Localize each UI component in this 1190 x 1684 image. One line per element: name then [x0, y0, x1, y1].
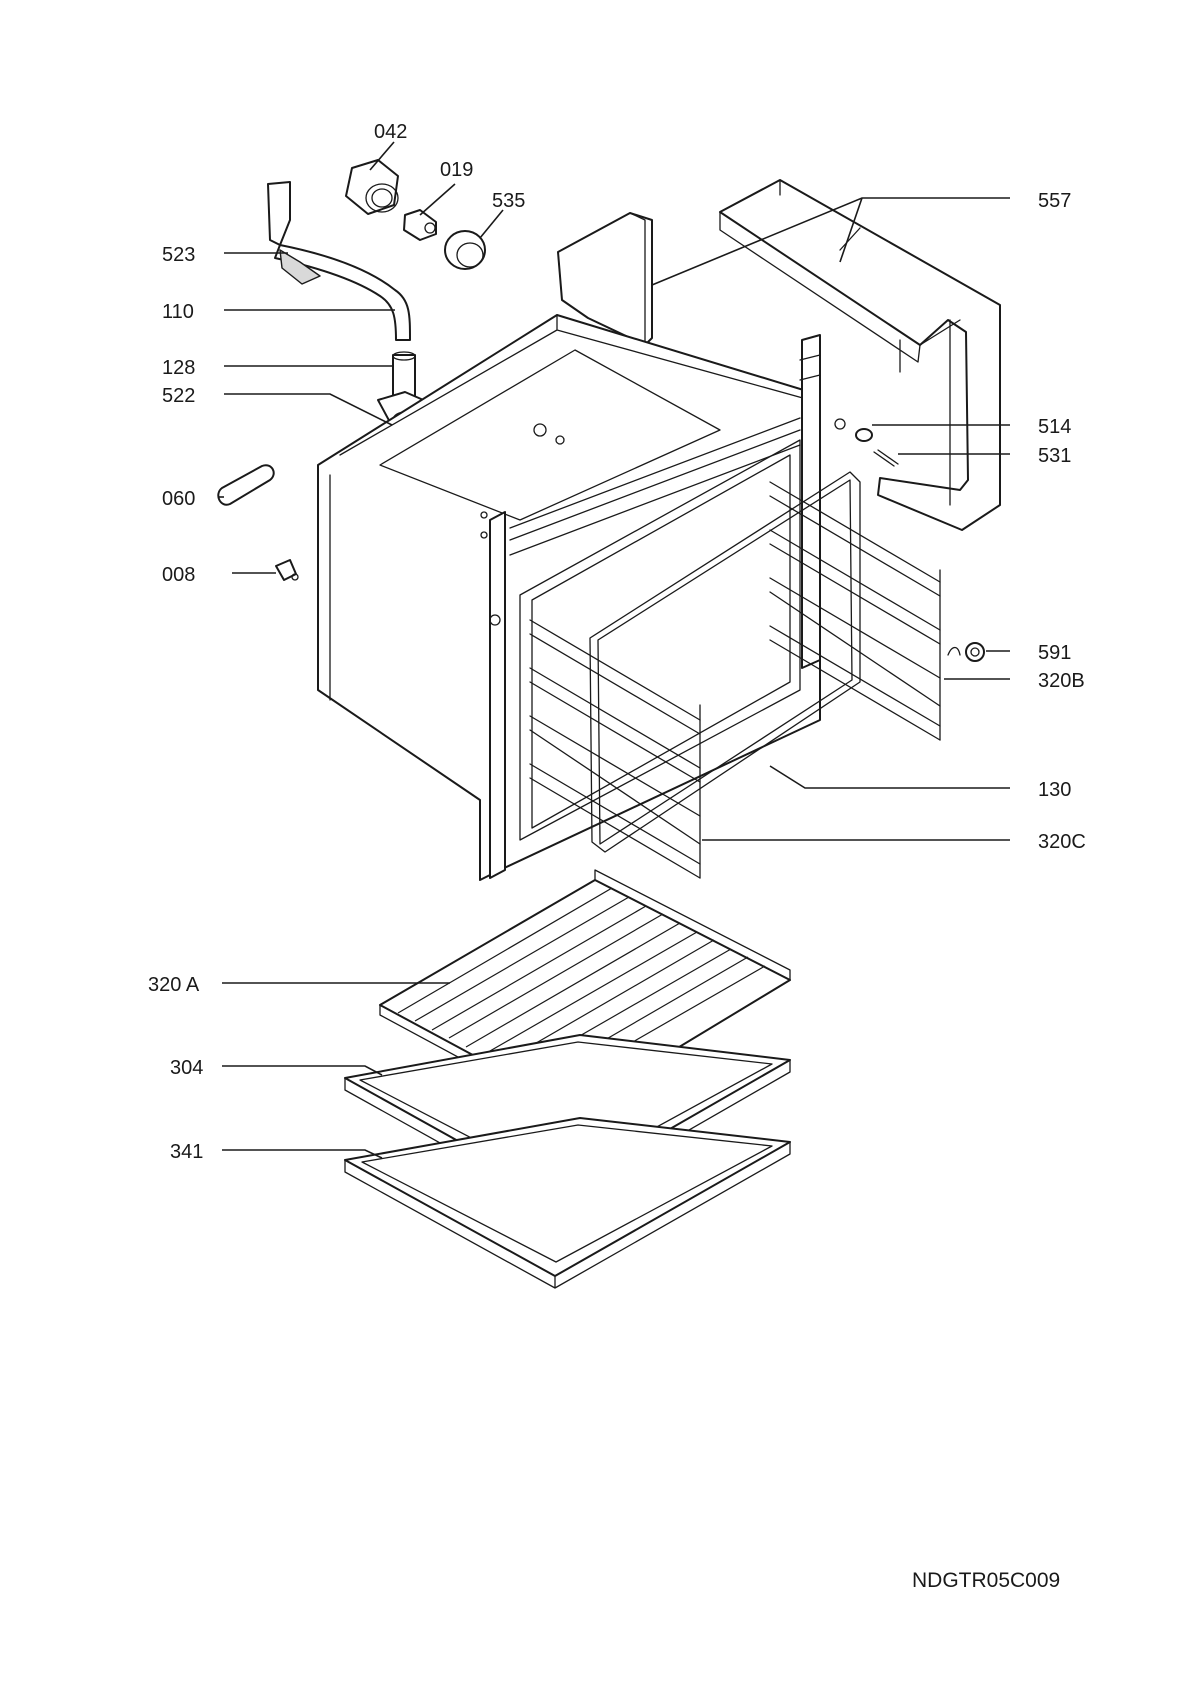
label-531: 531 — [1038, 445, 1071, 467]
insulation-pad-wrap — [719, 179, 1001, 531]
label-320B: 320B — [1038, 670, 1085, 692]
label-522: 522 — [162, 385, 195, 407]
label-557: 557 — [1038, 190, 1071, 212]
side-runner-right — [769, 481, 941, 741]
label-008: 008 — [162, 564, 195, 586]
label-320C: 320C — [1038, 831, 1086, 853]
lamp-part — [403, 209, 437, 241]
label-320A: 320 A — [148, 974, 200, 996]
label-591: 591 — [1038, 642, 1071, 664]
label-019: 019 — [440, 159, 473, 181]
part-labels: 042 019 535 557 523 110 128 522 514 531 … — [148, 121, 1086, 1163]
label-341: 341 — [170, 1141, 203, 1163]
glow-tube-part — [217, 464, 275, 506]
label-060: 060 — [162, 488, 195, 510]
side-runner-center — [529, 619, 701, 879]
label-535: 535 — [492, 190, 525, 212]
label-110: 110 — [162, 301, 194, 323]
label-514: 514 — [1038, 416, 1071, 438]
knob-part — [444, 230, 486, 270]
door-seal-part — [589, 471, 861, 853]
label-523: 523 — [162, 244, 195, 266]
oven-cavity — [317, 314, 846, 881]
pipe-coupling-part — [392, 351, 416, 398]
label-128: 128 — [162, 357, 195, 379]
label-304: 304 — [170, 1057, 203, 1079]
diagram-code: NDGTR05C009 — [912, 1569, 1060, 1592]
gas-pipe-part — [267, 181, 411, 341]
insulation-pad-small — [557, 212, 653, 346]
drip-tray-part — [344, 1117, 791, 1289]
clip-part — [275, 559, 299, 581]
screw-washer-part — [855, 428, 873, 442]
screw-part — [873, 449, 899, 467]
label-042: 042 — [374, 121, 407, 143]
leader-lines — [218, 141, 1010, 1159]
ring-part — [947, 642, 985, 662]
label-130: 130 — [1038, 779, 1071, 801]
